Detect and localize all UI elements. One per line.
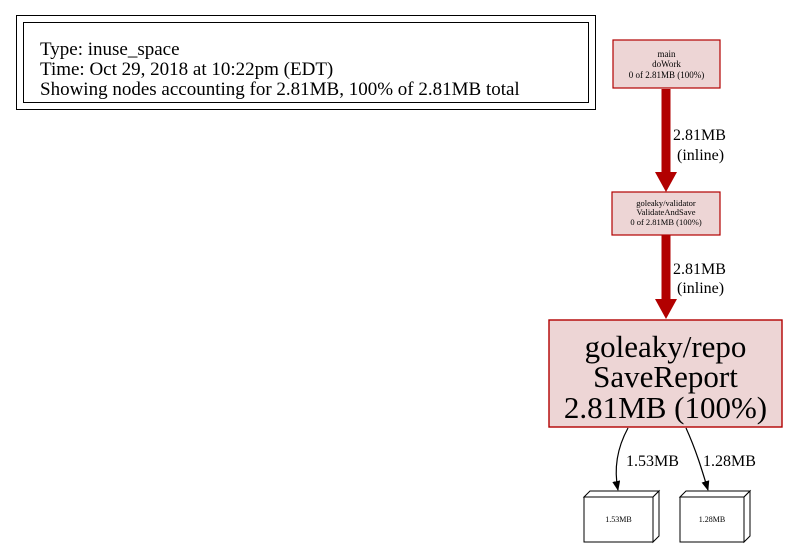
edge-label-size: 2.81MB xyxy=(673,127,726,144)
edge-arrowhead xyxy=(655,299,677,319)
node-function: SaveReport xyxy=(593,359,738,394)
node-value: 0 of 2.81MB (100%) xyxy=(630,217,701,227)
box-front-face xyxy=(679,496,745,543)
box-side-face xyxy=(743,489,751,544)
node-label: 1.28MB xyxy=(699,515,725,524)
node-function: ValidateAndSave xyxy=(636,207,695,217)
node-label: 1.53MB xyxy=(605,515,631,524)
legend-inner-box: Type: inuse_space Time: Oct 29, 2018 at … xyxy=(23,22,589,103)
edge-repo-to-alloc-1[interactable]: 1.53MB xyxy=(612,427,679,491)
edge-label-inline: (inline) xyxy=(677,280,724,297)
edge-label-inline: (inline) xyxy=(677,147,724,164)
edge-label-size: 1.28MB xyxy=(703,453,756,470)
node-value: 2.81MB (100%) xyxy=(564,390,767,425)
edge-repo-to-alloc-2[interactable]: 1.28MB xyxy=(685,427,756,491)
node-repo-savereport[interactable]: goleaky/repo SaveReport 2.81MB (100%) xyxy=(548,319,783,428)
legend-time: Time: Oct 29, 2018 at 10:22pm (EDT) xyxy=(40,59,334,80)
edge-arrowhead xyxy=(655,172,677,192)
node-alloc-1-53mb[interactable]: 1.53MB xyxy=(582,489,661,544)
edge-main-to-validator[interactable]: 2.81MB (inline) xyxy=(655,89,726,192)
box-side-face xyxy=(652,489,660,544)
node-alloc-1-28mb[interactable]: 1.28MB xyxy=(678,489,752,544)
node-package: main xyxy=(658,49,676,59)
edge-label-size: 1.53MB xyxy=(626,453,679,470)
box-front-face xyxy=(583,496,654,543)
legend-type: Type: inuse_space xyxy=(40,39,180,60)
edge-label-size: 2.81MB xyxy=(673,261,726,278)
node-validator-validateandsave[interactable]: goleaky/validator ValidateAndSave 0 of 2… xyxy=(611,191,721,236)
node-package: goleaky/validator xyxy=(636,198,696,208)
node-value: 0 of 2.81MB (100%) xyxy=(629,70,705,80)
legend-box: Type: inuse_space Time: Oct 29, 2018 at … xyxy=(16,15,596,110)
legend-nodes-summary: Showing nodes accounting for 2.81MB, 100… xyxy=(40,79,520,100)
node-main-dowork[interactable]: main doWork 0 of 2.81MB (100%) xyxy=(612,39,721,89)
box-top-face xyxy=(582,490,661,498)
node-function: doWork xyxy=(652,59,681,69)
node-box xyxy=(611,191,721,236)
edge-validator-to-repo[interactable]: 2.81MB (inline) xyxy=(655,235,726,319)
box-top-face xyxy=(678,490,752,498)
node-package: goleaky/repo xyxy=(585,329,747,364)
node-box xyxy=(548,319,783,428)
edge-line xyxy=(685,427,710,491)
edge-line xyxy=(612,427,629,491)
node-box xyxy=(612,39,721,89)
